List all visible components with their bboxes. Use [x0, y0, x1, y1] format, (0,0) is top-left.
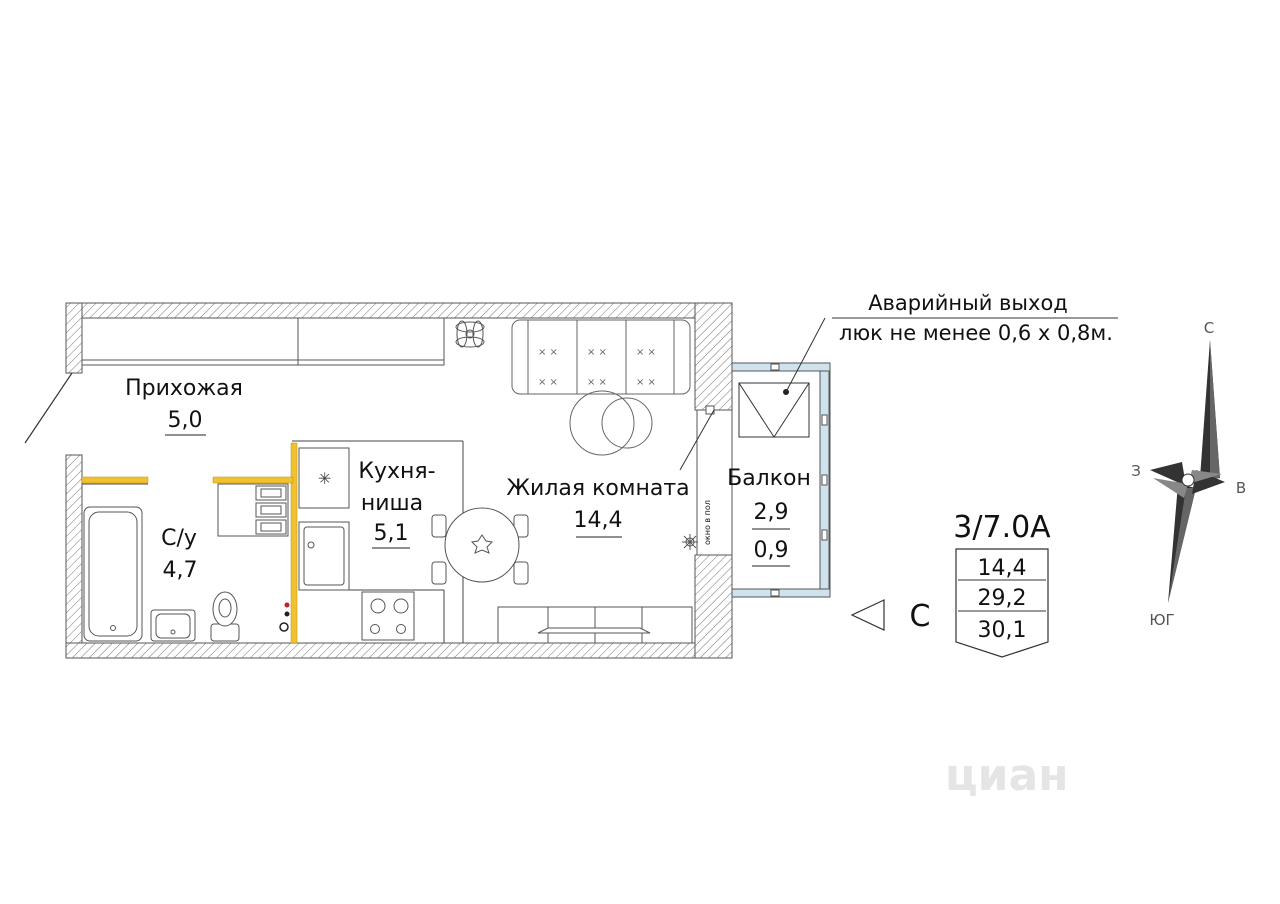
- apartment-info: 3/7.0А 14,4 29,2 30,1: [953, 510, 1051, 658]
- room-balcony-area-coef: 0,9: [754, 538, 789, 563]
- sofa-icon: × × × × × × × × × × × ×: [511, 319, 691, 395]
- utility-risers: [279, 602, 290, 632]
- hallway-wardrobe: [81, 317, 445, 366]
- window-note: окно в пол: [703, 500, 712, 545]
- bathtub-icon: [83, 506, 143, 642]
- apartment-total-area: 29,2: [978, 586, 1027, 611]
- room-hall: Прихожая 5,0: [125, 376, 243, 436]
- room-bath-name: С/у: [161, 526, 197, 551]
- compass-north: С: [1204, 319, 1214, 337]
- dining-table-icon: [431, 507, 529, 585]
- apartment-total-with-balcony: 30,1: [978, 618, 1027, 643]
- outer-walls: [24, 302, 733, 659]
- room-hall-area: 5,0: [168, 408, 203, 433]
- room-hall-name: Прихожая: [125, 376, 243, 401]
- svg-text:× ×: × ×: [587, 347, 607, 358]
- room-balcony-area: 2,9: [754, 500, 789, 525]
- svg-text:× ×: × ×: [636, 347, 656, 358]
- orientation-marker: С: [850, 599, 931, 634]
- room-kitchen-name-2: ниша: [361, 491, 423, 516]
- svg-text:× ×: × ×: [538, 347, 558, 358]
- svg-text:× ×: × ×: [587, 377, 607, 388]
- coffee-table-icon: [569, 390, 653, 456]
- balcony: [731, 362, 831, 598]
- compass-west: З: [1131, 462, 1141, 480]
- small-plant-icon: [682, 534, 698, 550]
- apartment-code: 3/7.0А: [953, 510, 1051, 545]
- compass-rose-icon: С ЮГ З В: [1131, 319, 1246, 629]
- room-balcony: Балкон 2,9 0,9: [727, 466, 811, 567]
- room-bath-area: 4,7: [163, 558, 198, 583]
- kitchen-cabinets: [217, 483, 289, 537]
- emergency-exit-note: Аварийный выход люк не менее 0,6 х 0,8м.: [839, 291, 1113, 345]
- sink-icon: [150, 609, 196, 642]
- leader-lines: [679, 317, 1118, 471]
- room-living-area: 14,4: [574, 508, 623, 533]
- extractor-hood-icon: ✳: [298, 447, 350, 509]
- svg-text:× ×: × ×: [538, 377, 558, 388]
- room-living-name: Жилая комната: [506, 476, 689, 501]
- svg-text:× ×: × ×: [636, 377, 656, 388]
- emergency-exit-line1: Аварийный выход: [868, 291, 1068, 315]
- watermark: циан: [945, 750, 1069, 801]
- apartment-living-area: 14,4: [978, 556, 1027, 581]
- kitchen-sink-icon: [298, 521, 350, 591]
- room-kitchen: Кухня- ниша 5,1: [358, 459, 436, 549]
- room-bath: С/у 4,7: [161, 526, 197, 583]
- compass-east: В: [1236, 479, 1246, 497]
- room-balcony-name: Балкон: [727, 466, 811, 491]
- stove-icon: [361, 591, 415, 641]
- compass-south: ЮГ: [1149, 611, 1174, 629]
- room-kitchen-area: 5,1: [374, 521, 409, 546]
- room-kitchen-name-1: Кухня-: [358, 459, 435, 484]
- tv-stand-icon: [497, 606, 693, 644]
- watermark-text: циан: [945, 750, 1069, 801]
- room-living: Жилая комната 14,4: [506, 476, 690, 538]
- plant-icon: [455, 320, 485, 348]
- svg-text:✳: ✳: [318, 469, 331, 488]
- toilet-icon: [210, 591, 240, 642]
- emergency-exit-line2: люк не менее 0,6 х 0,8м.: [839, 321, 1113, 345]
- orientation-marker-label: С: [910, 599, 931, 634]
